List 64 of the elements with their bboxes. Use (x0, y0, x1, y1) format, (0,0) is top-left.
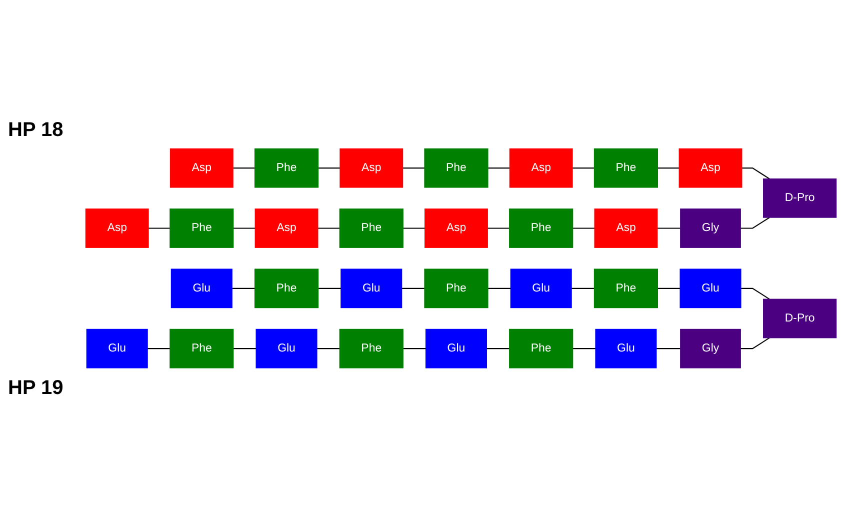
connector (740, 338, 770, 350)
connector (742, 168, 770, 180)
connector (402, 288, 425, 290)
node-box: Phe (509, 208, 574, 248)
sequence-label: HP 18 (8, 118, 64, 142)
connector (318, 168, 340, 169)
connector (233, 348, 256, 350)
connector (572, 228, 595, 229)
node-box: Asp (340, 148, 404, 188)
node-box: Phe (509, 329, 574, 368)
connector (318, 228, 340, 229)
connector (148, 228, 170, 229)
node-box: Glu (510, 268, 572, 308)
connector (148, 348, 170, 350)
node-box: D-Pro (763, 178, 837, 218)
node-box: Glu (425, 329, 487, 368)
connector (572, 288, 594, 290)
node-box: Phe (594, 268, 658, 308)
connector (403, 228, 425, 229)
node-box: Glu (256, 329, 318, 368)
node-box: Glu (170, 268, 232, 308)
sequence-label: HP 19 (8, 377, 64, 400)
connector (656, 348, 680, 350)
connector (740, 288, 770, 300)
connector (488, 168, 510, 169)
node-box: Glu (595, 329, 657, 368)
node-box: Asp (509, 148, 573, 188)
connector (572, 168, 594, 169)
connector (486, 348, 510, 350)
node-box: Phe (170, 329, 234, 368)
connector (658, 168, 680, 169)
connector (232, 288, 255, 290)
node-box: Phe (254, 148, 319, 188)
connector (402, 168, 425, 169)
node-box: Asp (254, 208, 318, 248)
node-box: Asp (170, 148, 234, 188)
node-box: Gly (680, 329, 741, 368)
connector (740, 217, 770, 229)
node-box: Gly (680, 208, 741, 248)
node-box: Phe (339, 329, 404, 368)
node-box: Asp (678, 148, 742, 188)
node-box: Glu (340, 268, 402, 308)
node-box: D-Pro (763, 298, 837, 338)
node-box: Phe (424, 148, 488, 188)
connector (658, 288, 680, 290)
node-box: Asp (424, 208, 488, 248)
connector (403, 348, 426, 350)
connector (488, 228, 510, 229)
node-box: Glu (680, 268, 742, 308)
node-box: Asp (594, 208, 658, 248)
node-box: Phe (594, 148, 658, 188)
node-box: Phe (254, 268, 319, 308)
connector (316, 348, 340, 350)
node-box: Phe (424, 268, 488, 308)
connector (572, 348, 596, 350)
connector (657, 228, 680, 229)
connector (318, 288, 341, 290)
node-box: Asp (85, 208, 149, 248)
connector (233, 228, 256, 229)
connector (233, 168, 255, 169)
node-box: Phe (339, 208, 404, 248)
node-box: Glu (86, 329, 148, 368)
connector (488, 288, 511, 290)
node-box: Phe (170, 208, 234, 248)
